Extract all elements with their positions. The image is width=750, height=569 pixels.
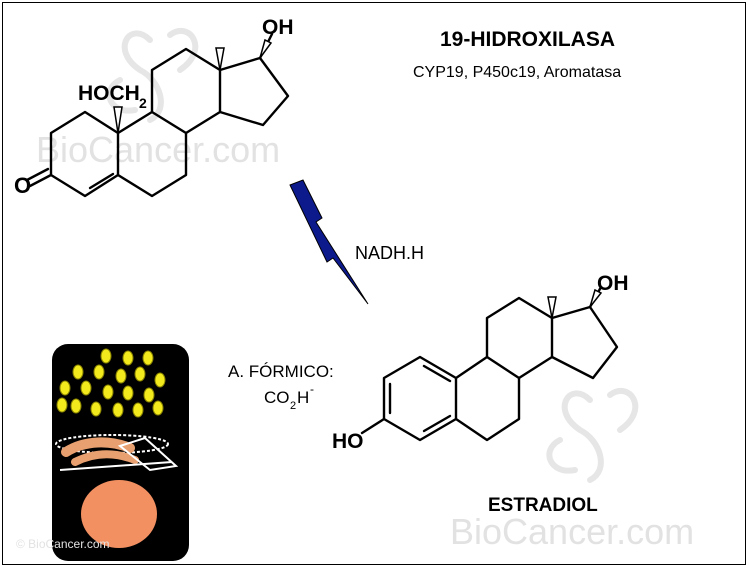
enzyme-title: 19-HIDROXILASA [440,28,615,51]
cofactor-label: NADH.H [355,243,424,263]
granules [56,348,166,418]
substrate-structure [25,32,290,198]
er-membrane [55,434,179,472]
estradiol-ho-label: HO [332,430,364,453]
substrate-hoch2-label: HOCH [78,82,140,105]
nucleus [81,480,157,548]
substrate-ketone-label: O [14,173,31,198]
product-name: ESTRADIOL [488,495,598,516]
watermark-bottom: BioCancer.com [450,511,694,552]
cell-illustration [52,344,189,561]
watermark-top: BioCancer.com [36,129,280,170]
enzyme-subtitle: CYP19, P450c19, Aromatasa [413,64,621,81]
substrate-hoch2-subscript: 2 [139,95,147,111]
watermark-logo-bottom [546,387,639,483]
svg-text:CO: CO [264,388,290,407]
svg-text:H: H [297,388,309,407]
estradiol-oh-label: OH [597,272,629,295]
svg-text:-: - [310,382,314,396]
svg-text:2: 2 [290,400,296,412]
copyright-watermark: © BioCancer.com [16,537,110,551]
estradiol-structure [360,285,619,442]
byproduct-formula: CO 2 H - [264,382,314,412]
reaction-arrow [289,179,369,305]
svg-text:BioCancer.com: BioCancer.com [450,511,694,552]
watermark-logo-top [106,27,199,123]
svg-text:BioCancer.com: BioCancer.com [36,129,280,170]
substrate-oh-label: OH [262,16,294,39]
byproduct-line1: A. FÓRMICO: [228,362,334,381]
